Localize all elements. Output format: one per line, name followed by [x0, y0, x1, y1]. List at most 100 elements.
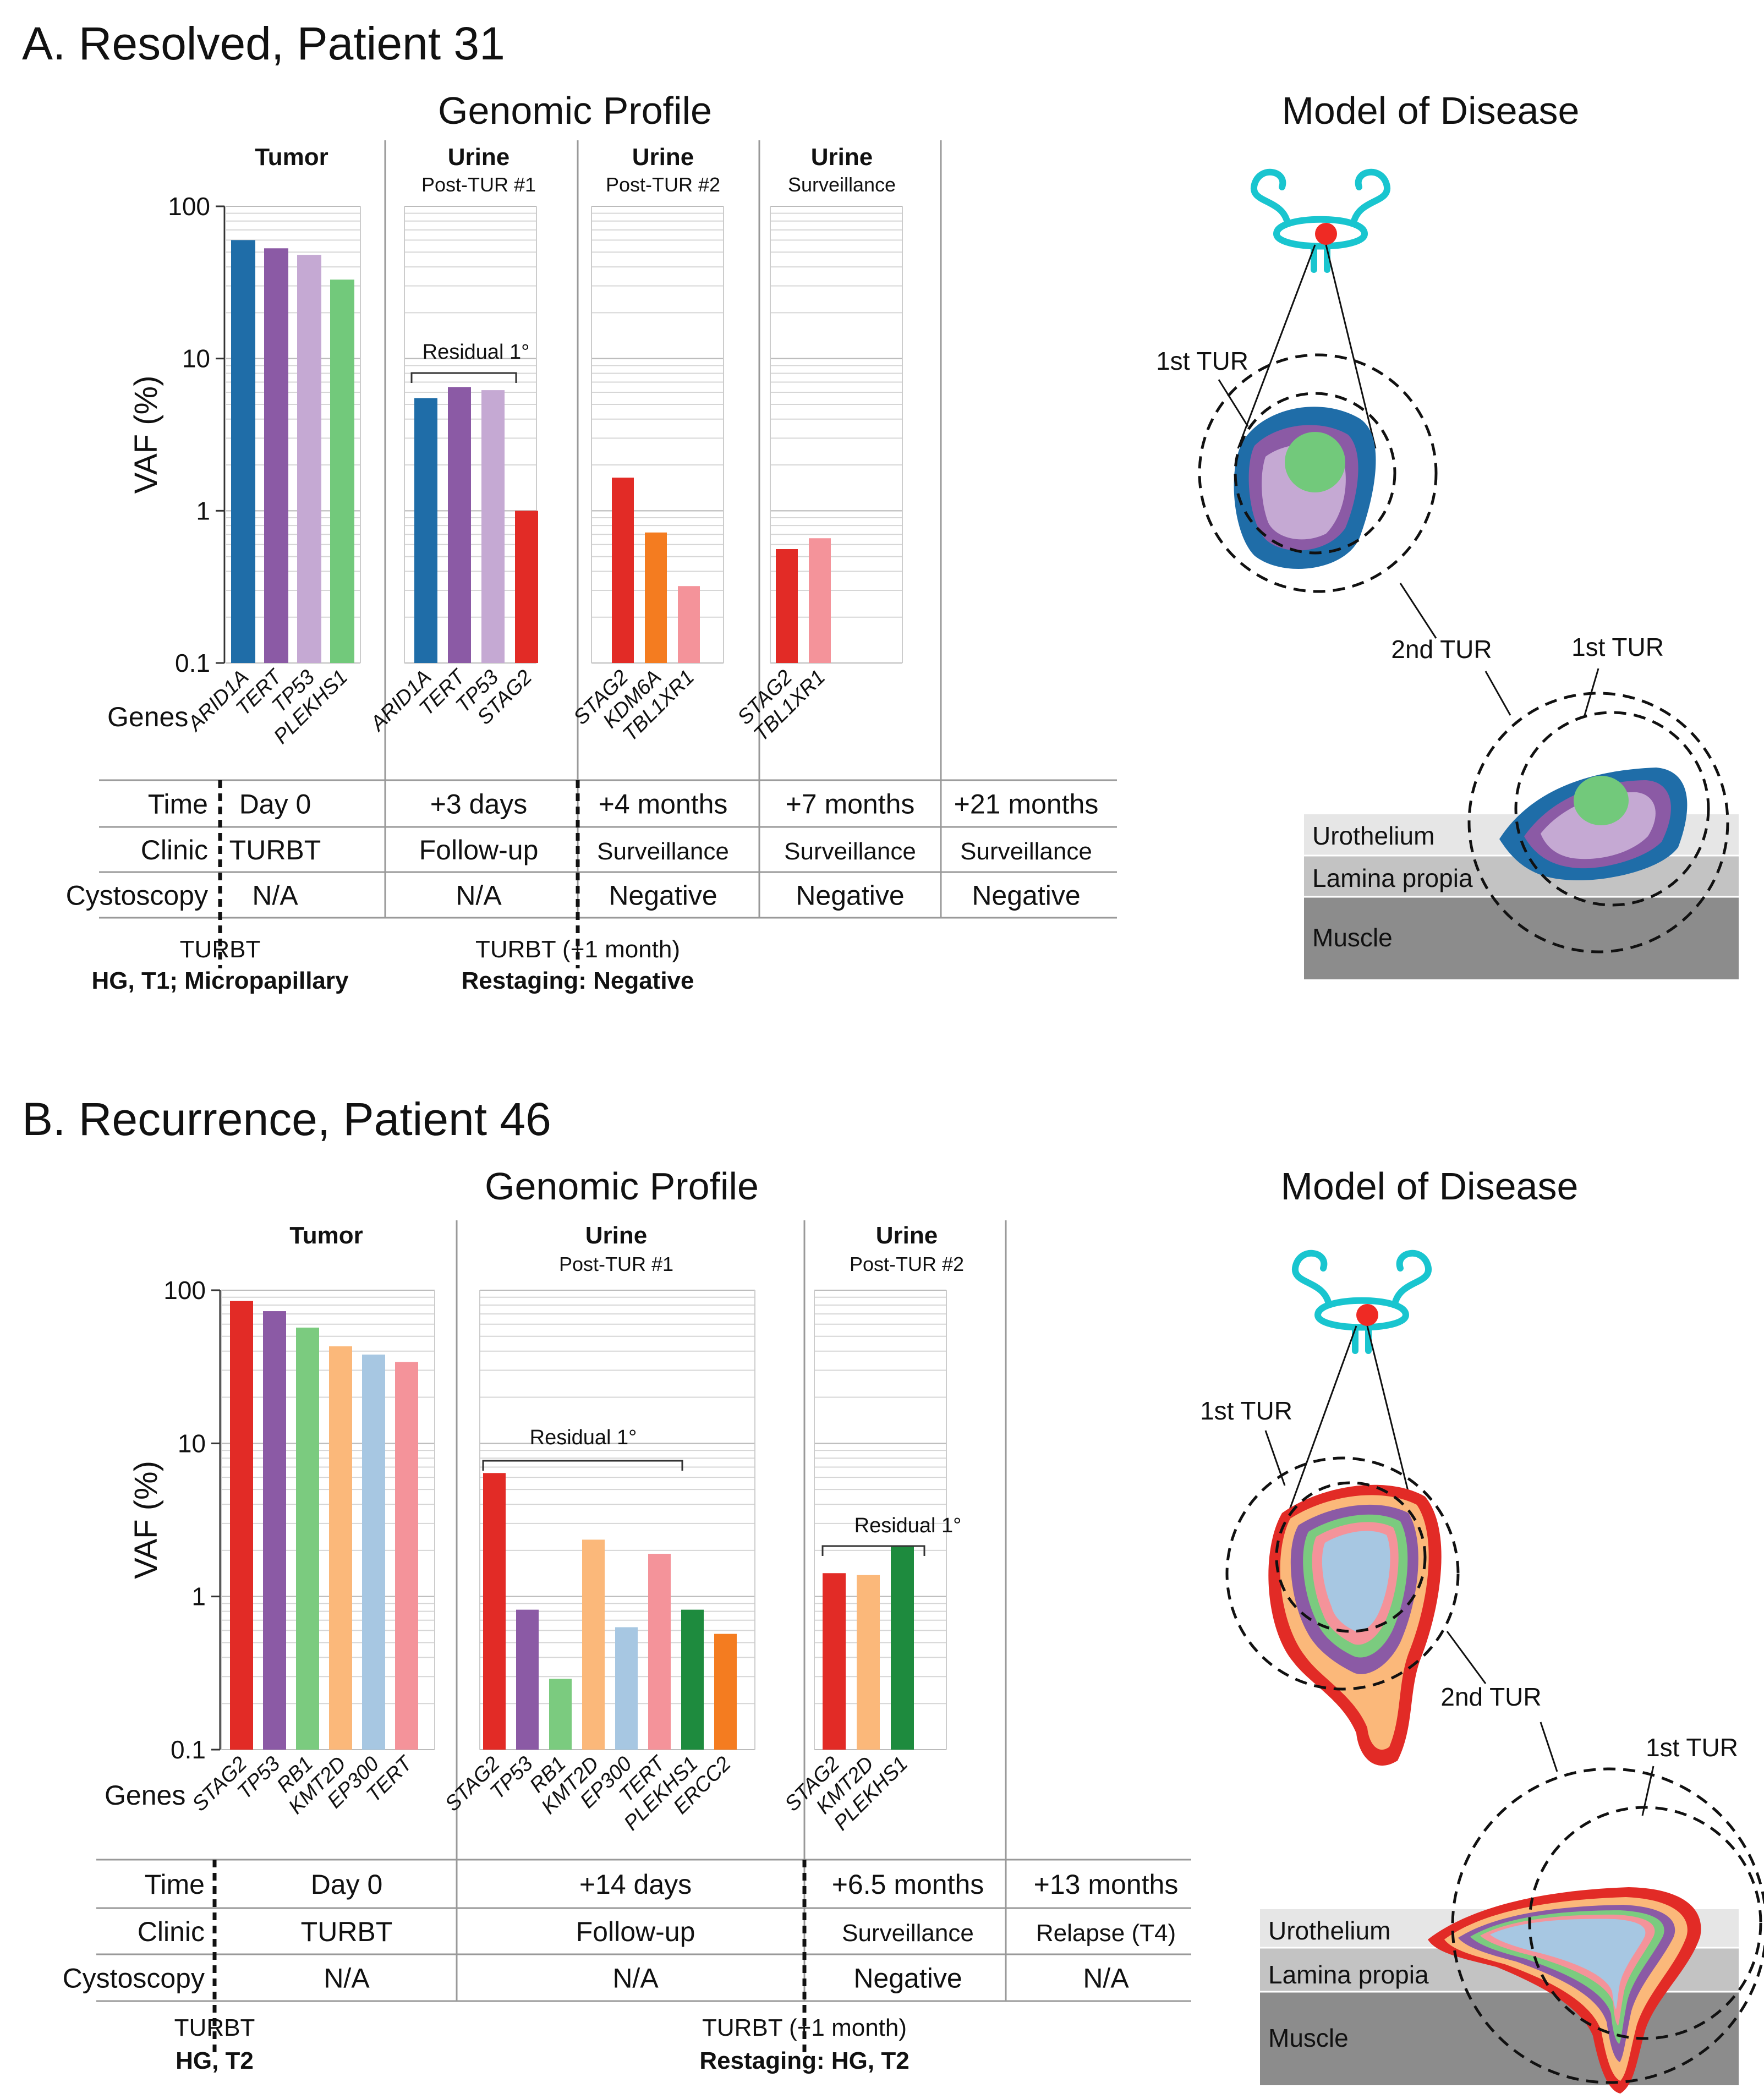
- table-cell: +21 months: [954, 789, 1099, 820]
- tur-pointer: [1218, 379, 1249, 427]
- column-title: Tumor: [289, 1222, 363, 1249]
- tur-label: 2nd TUR: [1391, 635, 1492, 664]
- table-cell: Day 0: [311, 1869, 383, 1900]
- bar: [776, 549, 798, 663]
- bar: [648, 1554, 671, 1750]
- y-tick-label: 10: [182, 344, 210, 373]
- residual-label: Residual 1°: [854, 1514, 962, 1537]
- bar: [297, 255, 321, 663]
- residual-label: Residual 1°: [530, 1426, 637, 1449]
- urothelium-label: Urothelium: [1312, 821, 1434, 850]
- bar: [230, 1301, 253, 1750]
- table-cell: +6.5 months: [832, 1869, 984, 1900]
- tur-pointer: [1484, 671, 1511, 716]
- column-title: Urine: [448, 144, 510, 171]
- muscle-label: Muscle: [1268, 2024, 1349, 2052]
- tur-pointer: [1446, 1631, 1487, 1684]
- bar: [515, 511, 538, 663]
- bar: [483, 1473, 506, 1750]
- bar: [549, 1679, 572, 1750]
- tur-pointer: [1399, 583, 1437, 639]
- note-line-bold: Restaging: HG, T2: [699, 2047, 909, 2074]
- table-cell: +7 months: [786, 789, 915, 820]
- table-cell: N/A: [324, 1963, 370, 1994]
- table-cell: +14 days: [579, 1869, 692, 1900]
- tur-label: 1st TUR: [1571, 633, 1664, 661]
- tumor-core: [1285, 432, 1345, 492]
- model-title: Model of Disease: [1282, 89, 1580, 132]
- bar: [857, 1575, 880, 1750]
- bar: [296, 1327, 319, 1750]
- tur-pointer: [1264, 1430, 1286, 1486]
- table-cell: Follow-up: [419, 835, 539, 865]
- column-title: Urine: [632, 144, 694, 171]
- note-line: TURBT: [174, 2014, 255, 2041]
- bar: [714, 1634, 737, 1750]
- genes-label: Genes: [105, 1780, 185, 1811]
- bar: [330, 279, 354, 663]
- table-cell: Negative: [853, 1963, 962, 1994]
- bar: [645, 532, 667, 663]
- y-tick-label: 0.1: [175, 649, 210, 677]
- bar: [414, 398, 437, 663]
- scope-line: [1325, 244, 1377, 449]
- residual-bracket: [410, 372, 517, 383]
- tur-label: 2nd TUR: [1440, 1683, 1541, 1711]
- table-cell: N/A: [1083, 1963, 1129, 1994]
- column-title: Urine: [876, 1222, 938, 1249]
- lamina-label: Lamina propia: [1268, 1960, 1429, 1989]
- tur-circle: [1514, 711, 1710, 907]
- residual-bracket: [821, 1545, 925, 1556]
- y-tick-label: 1: [196, 496, 210, 525]
- scope-loop: [1350, 168, 1391, 226]
- note-line: TURBT (+1 month): [475, 936, 680, 963]
- column-title: Urine: [585, 1222, 647, 1249]
- tur-circle: [1234, 392, 1396, 555]
- tur-pointer: [1540, 1722, 1558, 1772]
- table-cell: Follow-up: [576, 1916, 695, 1947]
- table-cell: N/A: [252, 880, 298, 911]
- y-tick-label: 10: [178, 1429, 206, 1457]
- bar: [516, 1609, 539, 1750]
- table-cell: +3 days: [430, 789, 528, 820]
- table-cell: Surveillance: [784, 838, 916, 865]
- table-cell: Day 0: [239, 789, 311, 820]
- column-subtitle: Post-TUR #2: [850, 1253, 964, 1275]
- table-cell: Surveillance: [842, 1920, 974, 1947]
- scope-stem: [1352, 1324, 1372, 1354]
- column-title: Tumor: [255, 144, 328, 171]
- bar: [823, 1573, 846, 1750]
- y-tick-label: 100: [163, 1276, 206, 1305]
- row-label: Time: [145, 1869, 205, 1900]
- scope-loop: [1291, 1249, 1332, 1307]
- scope-tip: [1356, 1304, 1378, 1326]
- profile-title: Genomic Profile: [438, 89, 712, 132]
- y-tick-label: 0.1: [171, 1735, 206, 1764]
- tur-circle: [1451, 1767, 1764, 2084]
- row-label: Cystoscopy: [63, 1963, 205, 1994]
- bar: [395, 1362, 418, 1750]
- tur-pointer: [1584, 668, 1599, 716]
- table-cell: Surveillance: [960, 838, 1092, 865]
- bar: [582, 1539, 605, 1750]
- column-subtitle: Post-TUR #1: [421, 173, 536, 196]
- table-cell: TURBT: [229, 835, 321, 865]
- y-axis-label: VAF (%): [128, 1461, 164, 1579]
- table-cell: +13 months: [1034, 1869, 1179, 1900]
- tumor-layer: [1490, 1919, 1646, 2009]
- bar: [231, 240, 255, 663]
- column-subtitle: Surveillance: [788, 173, 896, 196]
- table-cell: Negative: [972, 880, 1080, 911]
- table-cell: +4 months: [599, 789, 728, 820]
- note-line-bold: Restaging: Negative: [462, 967, 694, 994]
- model-title: Model of Disease: [1281, 1165, 1579, 1208]
- bar: [329, 1346, 352, 1750]
- residual-label: Residual 1°: [423, 341, 530, 364]
- note-line: TURBT: [180, 936, 261, 963]
